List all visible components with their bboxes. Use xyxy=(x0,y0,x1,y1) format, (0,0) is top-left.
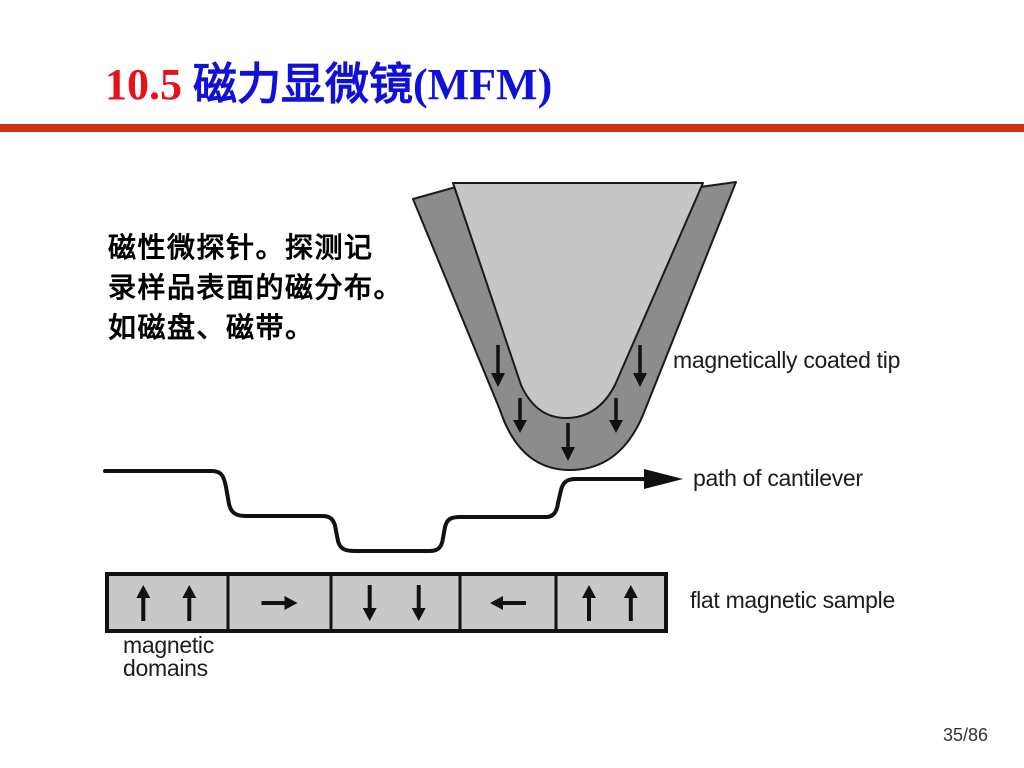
title-underline-rule xyxy=(0,124,1024,132)
sample-label: flat magnetic sample xyxy=(690,587,895,613)
arrow-up-icon xyxy=(582,585,596,621)
magnetic-domain xyxy=(582,585,638,621)
magnetic-domain xyxy=(490,596,526,610)
arrow-left-icon xyxy=(490,596,526,610)
tip-core xyxy=(452,182,704,419)
arrow-head xyxy=(284,596,298,610)
arrow-head xyxy=(582,585,596,598)
magnetic-tip xyxy=(412,181,737,471)
magnetic-domain xyxy=(261,596,298,610)
slide-description: 磁性微探针。探测记 录样品表面的磁分布。 如磁盘、磁带。 xyxy=(108,228,403,348)
magnetic-domain xyxy=(136,585,197,621)
sample-body xyxy=(105,572,668,633)
arrow-down-icon xyxy=(633,345,647,387)
description-line: 磁性微探针。探测记 xyxy=(108,231,374,264)
magnetic-domain xyxy=(362,585,426,621)
arrow-down-icon xyxy=(362,585,377,621)
title-text: 磁力显微镜(MFM) xyxy=(193,60,553,109)
arrow-down-icon xyxy=(561,423,575,461)
arrow-head xyxy=(490,596,503,610)
arrow-right-icon xyxy=(644,469,683,489)
cantilever-path-line xyxy=(103,469,652,553)
arrow-head xyxy=(491,373,505,387)
tip-coating-arrows xyxy=(491,345,647,461)
arrow-head xyxy=(513,420,527,433)
description-line: 录样品表面的磁分布。 xyxy=(108,271,404,304)
domains-label-line: magnetic xyxy=(123,632,214,658)
flat-magnetic-sample xyxy=(105,572,668,633)
page-number: 35/86 xyxy=(943,725,989,745)
arrow-head xyxy=(362,608,377,621)
arrow-down-icon xyxy=(491,345,505,387)
arrow-head xyxy=(633,373,647,387)
arrow-head xyxy=(411,608,426,621)
domain-magnetization-arrows xyxy=(136,585,638,621)
arrow-down-icon xyxy=(513,398,527,433)
description-line: 如磁盘、磁带。 xyxy=(108,311,315,344)
cantilever-path xyxy=(103,469,683,553)
arrow-head xyxy=(623,585,638,598)
arrow-up-icon xyxy=(623,585,638,621)
domains-label-line: domains xyxy=(123,655,208,681)
arrow-head xyxy=(561,447,575,461)
arrow-up-icon xyxy=(136,585,151,621)
tip-label: magnetically coated tip xyxy=(673,347,901,373)
arrow-head xyxy=(609,420,623,433)
title-section-number: 10.5 xyxy=(105,60,182,109)
arrow-up-icon xyxy=(182,585,197,621)
arrow-head xyxy=(182,585,197,598)
cantilever-path-label: path of cantilever xyxy=(693,465,863,491)
arrow-head xyxy=(136,585,151,598)
arrow-right-icon xyxy=(261,596,298,610)
domains-label: magnetic domains xyxy=(123,634,214,680)
slide-title: 10.5 磁力显微镜(MFM) xyxy=(105,60,552,110)
arrow-down-icon xyxy=(411,585,426,621)
arrow-down-icon xyxy=(609,398,623,433)
